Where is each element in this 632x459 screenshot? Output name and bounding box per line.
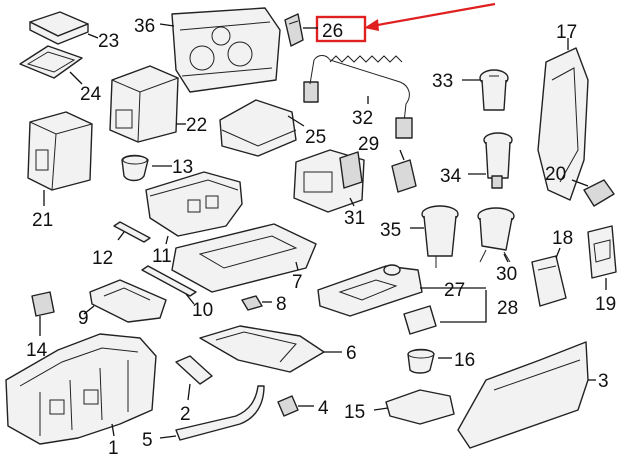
part-29-switch (391, 159, 417, 193)
part-7-trim-panel (171, 223, 317, 293)
callout-27: 27 (444, 280, 465, 301)
callout-35: 35 (380, 220, 401, 241)
leader-20 (571, 179, 589, 187)
leader-23 (87, 33, 99, 39)
leader-30 (503, 253, 509, 263)
part-12-strip (113, 221, 151, 243)
part-17-side-trim (537, 47, 589, 201)
part-25-armrest (219, 99, 297, 157)
callout-18: 18 (552, 228, 573, 249)
part-20-switch (583, 179, 615, 207)
part-11-bezel (145, 171, 243, 237)
callout-17: 17 (556, 22, 577, 43)
leader-2 (187, 383, 191, 401)
part-21-cup-bin (27, 111, 93, 191)
callout-25: 25 (305, 127, 326, 148)
callout-6: 6 (346, 343, 357, 364)
part-6-base-bracket (199, 325, 325, 373)
part-9-plate (89, 279, 167, 323)
leader-28-bracket (440, 290, 487, 323)
callout-5: 5 (142, 430, 153, 451)
leader-11 (165, 235, 169, 245)
part-30-cupholder (477, 207, 515, 263)
leader-36 (159, 23, 175, 27)
callout-31: 31 (344, 208, 365, 229)
callout-24: 24 (80, 84, 102, 105)
part-8-clip (241, 295, 263, 311)
callout-34: 34 (440, 166, 462, 187)
part-27-shifter-bezel (317, 264, 423, 317)
part-31-module (293, 149, 365, 213)
callout-32: 32 (352, 108, 373, 129)
leader-12 (117, 231, 125, 241)
part-3-side-panel (457, 341, 589, 449)
callout-26: 26 (322, 21, 343, 42)
callout-15: 15 (344, 402, 365, 423)
callout-1: 1 (108, 438, 119, 459)
callout-4: 4 (318, 398, 329, 419)
leader-25 (287, 115, 305, 127)
callout-23: 23 (98, 31, 119, 52)
part-14-bracket (31, 291, 55, 317)
leader-10 (185, 293, 195, 305)
callout-30: 30 (496, 264, 517, 285)
callout-29: 29 (358, 134, 379, 155)
leader-7 (295, 261, 299, 271)
callout-11: 11 (152, 246, 172, 267)
part-18-bracket (531, 255, 567, 307)
callout-10: 10 (192, 300, 213, 321)
leader-1 (111, 423, 115, 437)
callout-2: 2 (180, 404, 191, 425)
part-24-mat (19, 45, 83, 79)
callout-22: 22 (186, 115, 207, 136)
callout-12: 12 (92, 248, 113, 269)
callout-8: 8 (276, 294, 287, 315)
part-36-control-panel (171, 7, 281, 93)
leader-29 (399, 149, 405, 161)
callout-13: 13 (172, 157, 193, 178)
part-22-bin (109, 65, 179, 143)
callout-16: 16 (454, 350, 475, 371)
leader-15 (373, 407, 389, 411)
leader-9 (83, 305, 95, 315)
part-28-switch (403, 305, 437, 335)
part-5-rail (175, 385, 265, 441)
part-26-clip (284, 13, 304, 47)
callout-28: 28 (497, 298, 518, 319)
callout-21: 21 (32, 210, 53, 231)
highlight-arrowhead (364, 19, 379, 31)
highlight-arrow (371, 2, 496, 28)
part-4-clip (277, 395, 299, 417)
part-35-cupholder (421, 205, 459, 268)
callout-33: 33 (432, 71, 453, 92)
part-16-insert (407, 348, 435, 374)
part-34-outlet (483, 132, 513, 189)
callout-9: 9 (78, 308, 89, 329)
part-32-harness (303, 55, 413, 139)
part-33-socket (479, 69, 509, 111)
part-15-bracket (385, 389, 455, 425)
callout-3: 3 (598, 371, 609, 392)
leader-5 (159, 435, 177, 439)
leader-24 (69, 71, 83, 85)
part-23-tray (29, 11, 89, 45)
callout-7: 7 (292, 272, 303, 293)
leader-18 (555, 247, 561, 259)
callout-20: 20 (545, 164, 566, 185)
callout-14: 14 (26, 340, 48, 361)
callout-36: 36 (134, 16, 155, 37)
part-1-console-housing (5, 333, 157, 445)
part-13-ring (121, 154, 149, 182)
part-19-clip (587, 225, 617, 279)
part-2-bracket (175, 355, 213, 385)
callout-19: 19 (595, 294, 616, 315)
leader-31 (349, 197, 355, 207)
part-10-strip (141, 265, 197, 297)
highlight-box (315, 15, 367, 43)
